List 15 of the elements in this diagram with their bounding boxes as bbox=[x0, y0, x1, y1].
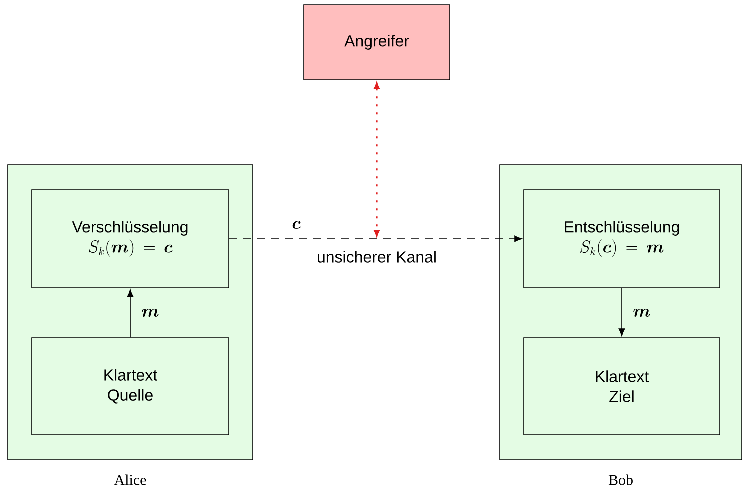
channel-label: unsicherer Kanal bbox=[316, 250, 438, 264]
process-box: Entschlüsselung $S_k(\boldsymbol{c}) = \boldsymbol{m}$ bbox=[524, 190, 720, 288]
group-caption: Bob bbox=[608, 474, 633, 486]
edge-label: $\boldsymbol{c}$ bbox=[292, 221, 301, 229]
attacker-box: Angreifer bbox=[304, 4, 450, 80]
process-box: Klartext Ziel bbox=[524, 338, 720, 436]
arrow bbox=[229, 236, 522, 242]
process-box: Klartext Quelle bbox=[32, 338, 230, 436]
group-caption: Alice bbox=[114, 474, 146, 486]
arrow bbox=[127, 290, 134, 338]
arrow bbox=[374, 82, 380, 237]
process-box: Verschlüsselung $S_k(\boldsymbol{m}) = \boldsymbol{c}$ bbox=[32, 190, 230, 288]
arrow bbox=[618, 288, 626, 336]
edge-label: $\boldsymbol{m}$ bbox=[634, 309, 650, 317]
edge-label: $\boldsymbol{m}$ bbox=[142, 309, 159, 317]
